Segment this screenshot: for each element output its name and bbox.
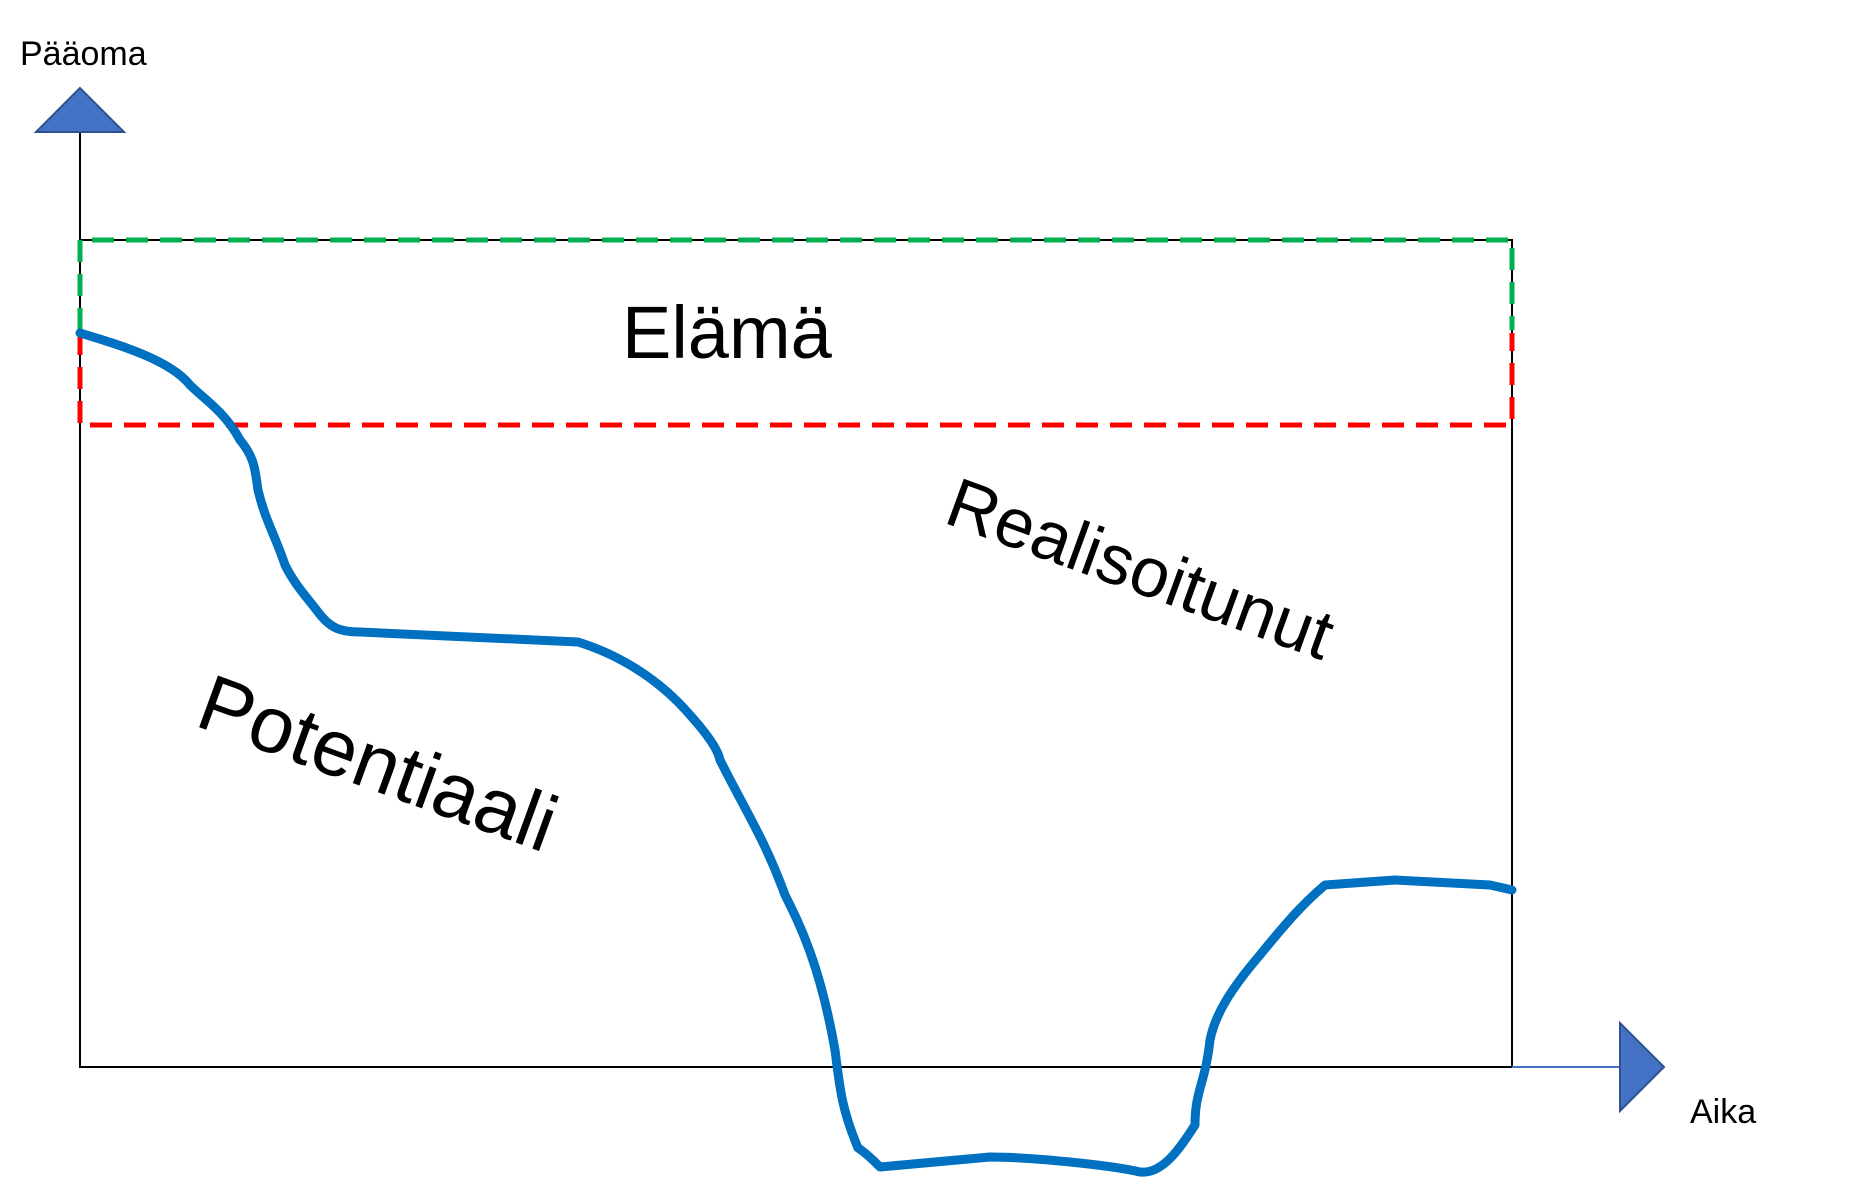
life-region-box xyxy=(77,237,1515,330)
y-axis-label: Pääoma xyxy=(20,35,147,73)
potential-label: Potentiaali xyxy=(187,657,569,868)
realized-boundary-box xyxy=(77,333,1515,428)
x-axis-label: Aika xyxy=(1690,1093,1756,1131)
life-label: Elämä xyxy=(622,291,833,374)
y-axis-arrow-icon xyxy=(33,86,127,133)
realized-label: Realisoitunut xyxy=(937,463,1344,675)
capital-curve xyxy=(75,328,1517,1177)
x-axis-arrow-icon xyxy=(1619,1020,1666,1114)
